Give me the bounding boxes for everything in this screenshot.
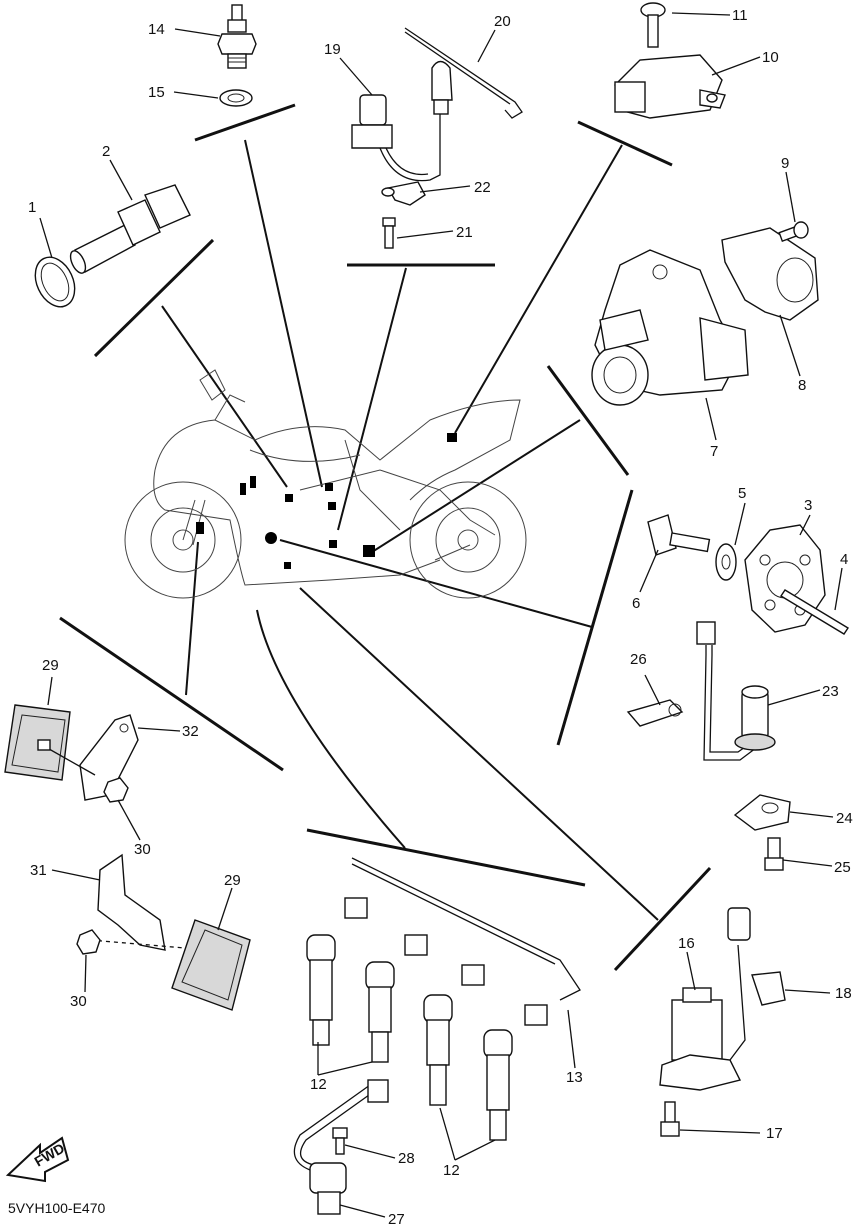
part-5-washer bbox=[715, 543, 737, 581]
part-19-sensor bbox=[351, 94, 441, 182]
callout-labels: 1 2 3 4 5 6 7 8 9 10 11 12 12 13 14 15 1… bbox=[28, 7, 853, 1225]
callout-9: 9 bbox=[781, 155, 789, 172]
fwd-arrow-icon: FWD bbox=[5, 1136, 70, 1183]
callout-1: 1 bbox=[28, 199, 36, 216]
part-1-gasket bbox=[34, 256, 76, 308]
callout-12b: 12 bbox=[443, 1162, 460, 1179]
part-28-bolt bbox=[332, 1127, 348, 1155]
drawing-code: 5VYH100-E470 bbox=[8, 1200, 106, 1216]
callout-27: 27 bbox=[388, 1211, 405, 1225]
part-23-connector bbox=[696, 621, 716, 645]
group-dividers bbox=[59, 103, 712, 972]
part-31-bracket bbox=[97, 853, 166, 951]
callout-11: 11 bbox=[732, 7, 748, 24]
part-32-bracket bbox=[79, 714, 139, 801]
callout-10: 10 bbox=[762, 49, 779, 66]
callout-29b: 29 bbox=[224, 872, 241, 889]
callout-12a: 12 bbox=[310, 1076, 327, 1093]
part-6-bolt bbox=[647, 514, 711, 556]
part-23-coil bbox=[734, 685, 776, 751]
part-25-bolt bbox=[764, 837, 784, 871]
part-24-bracket bbox=[733, 794, 791, 831]
callout-8: 8 bbox=[798, 377, 806, 394]
leader-lines bbox=[39, 12, 843, 1218]
callout-24: 24 bbox=[836, 810, 853, 827]
callout-30b: 30 bbox=[70, 993, 87, 1010]
part-22-clamp bbox=[386, 181, 426, 206]
part-16-sensor bbox=[659, 987, 742, 1091]
part-20-wire bbox=[404, 27, 523, 119]
callout-32: 32 bbox=[182, 723, 199, 740]
callout-2: 2 bbox=[102, 143, 110, 160]
callout-21: 21 bbox=[456, 224, 473, 241]
callout-17: 17 bbox=[766, 1125, 783, 1142]
part-12-coil-2 bbox=[365, 961, 395, 1063]
part-17-bolt bbox=[660, 1101, 680, 1137]
part-10-sensor bbox=[614, 54, 726, 119]
callout-4: 4 bbox=[840, 551, 848, 568]
part-12-coil-3 bbox=[423, 994, 453, 1106]
part-30-nut-upper bbox=[103, 777, 129, 803]
part-11-screw bbox=[640, 2, 666, 48]
callout-31: 31 bbox=[30, 862, 47, 879]
part-26-clip bbox=[626, 699, 684, 727]
callout-20: 20 bbox=[494, 13, 511, 30]
part-14-switch bbox=[217, 4, 257, 69]
callout-16: 16 bbox=[678, 935, 695, 952]
part-30-nut-lower bbox=[76, 929, 101, 955]
callout-14: 14 bbox=[148, 21, 165, 38]
part-13-harness bbox=[344, 857, 581, 1026]
motorcycle-outline bbox=[124, 369, 527, 599]
callout-25: 25 bbox=[834, 859, 851, 876]
callout-19: 19 bbox=[324, 41, 341, 58]
part-19-connector bbox=[431, 60, 453, 115]
part-9-screw bbox=[778, 221, 809, 243]
pointer-lines bbox=[161, 139, 659, 921]
part-2-sensor bbox=[69, 184, 191, 274]
callout-3: 3 bbox=[804, 497, 812, 514]
location-markers bbox=[196, 433, 457, 569]
part-27-sensor bbox=[293, 1079, 389, 1215]
callout-5: 5 bbox=[738, 485, 746, 502]
callout-18: 18 bbox=[835, 985, 852, 1002]
callout-28: 28 bbox=[398, 1150, 415, 1167]
part-4-pin bbox=[780, 589, 849, 635]
callout-23: 23 bbox=[822, 683, 839, 700]
part-12-coil-1 bbox=[306, 934, 336, 1046]
callout-15: 15 bbox=[148, 84, 165, 101]
callout-26: 26 bbox=[630, 651, 647, 668]
part-7-servo bbox=[591, 249, 749, 406]
part-8-cover bbox=[721, 227, 819, 321]
part-15-washer bbox=[219, 89, 253, 107]
part-29-reflector-lower bbox=[171, 919, 251, 1011]
callout-29a: 29 bbox=[42, 657, 59, 674]
callout-6: 6 bbox=[632, 595, 640, 612]
part-18-clip bbox=[751, 971, 786, 1006]
callout-22: 22 bbox=[474, 179, 491, 196]
part-21-bolt bbox=[382, 217, 396, 249]
callout-7: 7 bbox=[710, 443, 718, 460]
callout-30a: 30 bbox=[134, 841, 151, 858]
part-12-coil-4 bbox=[483, 1029, 513, 1141]
callout-13: 13 bbox=[566, 1069, 583, 1086]
